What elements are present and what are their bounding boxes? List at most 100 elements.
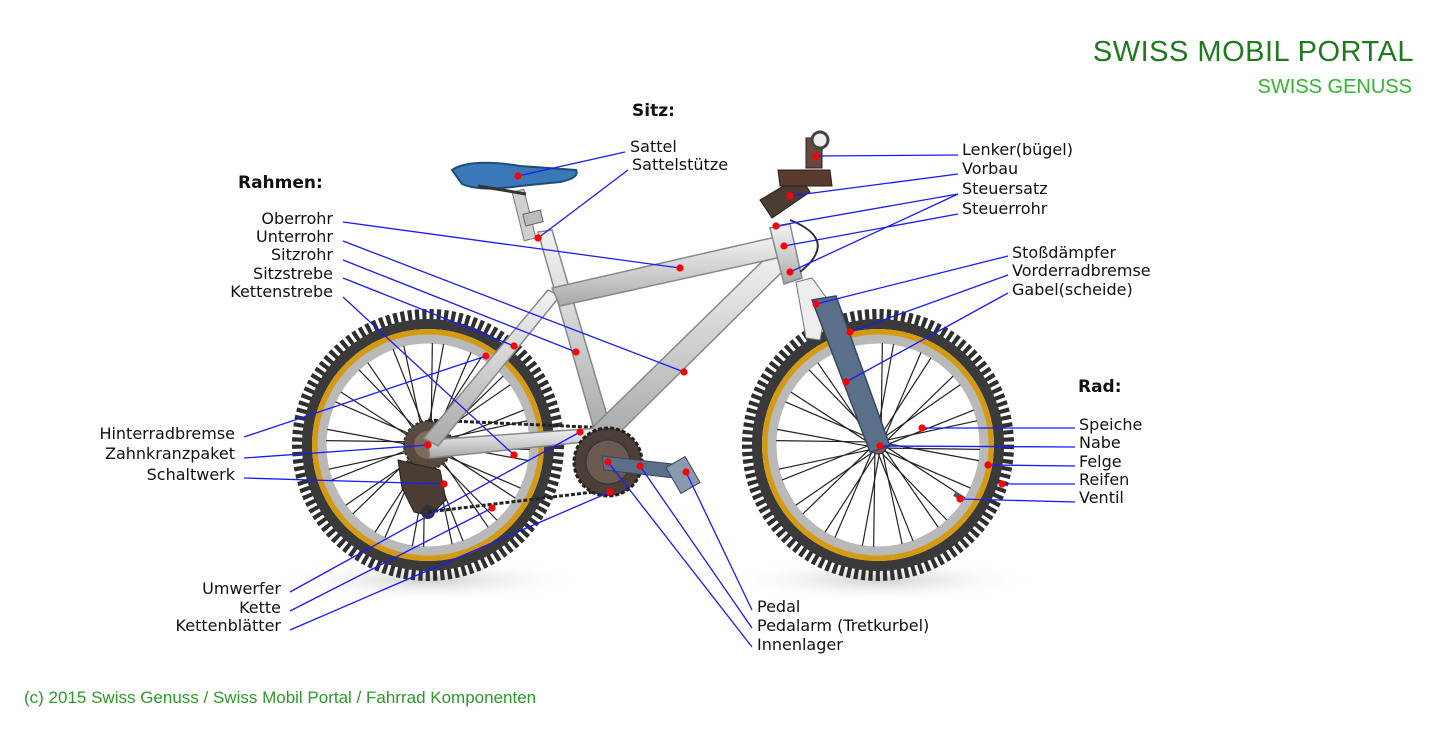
- label-kettenblaetter: Kettenblätter: [176, 616, 282, 635]
- group-header-rad: Rad:: [1078, 377, 1122, 397]
- marker-sattel: [514, 172, 522, 180]
- marker-oberrohr: [676, 264, 684, 272]
- label-sitzrohr: Sitzrohr: [271, 245, 333, 264]
- marker-ventil: [956, 495, 964, 503]
- leader-line-steuersatz: [775, 193, 959, 227]
- marker-umwerfer: [576, 428, 584, 436]
- leader-line-kette: [289, 507, 493, 612]
- leader-line-sitzstrebe: [342, 277, 515, 347]
- leader-line-hinterradbremse: [243, 355, 487, 438]
- rear-wheel-shadow: [270, 558, 590, 602]
- label-kettenstrebe: Kettenstrebe: [230, 282, 333, 301]
- label-lenker: Lenker(bügel): [962, 140, 1073, 159]
- front-fork: [795, 277, 891, 453]
- marker-pedal: [682, 468, 690, 476]
- label-felge: Felge: [1079, 452, 1122, 471]
- brand-subtitle: SWISS GENUSS: [1257, 76, 1412, 98]
- leader-line-sattel: [517, 151, 626, 177]
- label-gabel: Gabel(scheide): [1012, 280, 1133, 299]
- marker-sattelstuetze: [534, 234, 542, 242]
- marker-sitzrohr: [572, 348, 580, 356]
- leader-lines: [243, 151, 1076, 648]
- marker-steuerrohr: [780, 242, 788, 250]
- marker-vorbau: [786, 192, 794, 200]
- leader-line-gabel: [845, 292, 1009, 383]
- rear-derailleur: [397, 459, 447, 519]
- leader-line-oberrohr: [342, 221, 681, 269]
- label-steuerrohr: Steuerrohr: [962, 199, 1048, 218]
- leader-line-pedalarm: [639, 465, 753, 629]
- label-ventil: Ventil: [1079, 488, 1124, 507]
- leader-line-stossdaempfer: [815, 255, 1009, 305]
- leader-line-kettenstrebe: [342, 296, 515, 456]
- label-reifen: Reifen: [1079, 470, 1129, 489]
- label-schaltwerk: Schaltwerk: [147, 465, 236, 484]
- label-stossdaempfer: Stoßdämpfer: [1012, 243, 1116, 262]
- leader-line-schaltwerk: [243, 477, 445, 485]
- leader-line-steuerrohr: [783, 213, 959, 247]
- marker-speiche: [918, 424, 926, 432]
- leader-line-ventil: [959, 498, 1076, 503]
- label-sattel: Sattel: [630, 137, 677, 156]
- crankset: [572, 426, 701, 498]
- copyright-footer: (c) 2015 Swiss Genuss / Swiss Mobil Port…: [24, 688, 537, 707]
- marker-kette: [488, 504, 496, 512]
- marker-unterrohr: [680, 368, 688, 376]
- label-vorbau: Vorbau: [962, 159, 1018, 178]
- leader-line-lenker: [815, 154, 959, 157]
- leader-line-sattelstuetze: [537, 169, 629, 239]
- marker-innenlager: [604, 458, 612, 466]
- frame: [422, 223, 803, 459]
- label-hinterradbremse: Hinterradbremse: [99, 424, 235, 443]
- marker-steuersatz: [786, 268, 794, 276]
- marker-nabe: [876, 442, 884, 450]
- label-pedal: Pedal: [757, 597, 800, 616]
- marker-sitzstrebe: [510, 342, 518, 350]
- marker-gabel: [842, 378, 850, 386]
- marker-zahnkranzpaket: [424, 441, 432, 449]
- marker-hinterradbremse: [482, 352, 490, 360]
- brand-title: SWISS MOBIL PORTAL: [1092, 36, 1414, 68]
- label-vorderradbremse: Vorderradbremse: [1012, 261, 1151, 280]
- label-speiche: Speiche: [1079, 415, 1142, 434]
- label-kette: Kette: [239, 598, 281, 617]
- marker-felge: [984, 461, 992, 469]
- handlebar-stem: [759, 130, 833, 273]
- label-pedalarm: Pedalarm (Tretkurbel): [757, 616, 929, 635]
- marker-pedalarm: [636, 462, 644, 470]
- leader-line-innenlager: [607, 461, 753, 648]
- leader-line-vorbau: [789, 173, 959, 197]
- marker-schaltwerk: [440, 480, 448, 488]
- group-header-sitz: Sitz:: [632, 101, 675, 121]
- label-oberrohr: Oberrohr: [261, 209, 333, 228]
- group-header-rahmen: Rahmen:: [238, 173, 323, 193]
- label-umwerfer: Umwerfer: [202, 579, 281, 598]
- marker-reifen: [998, 480, 1006, 488]
- label-steuersatz: Steuersatz: [962, 179, 1048, 198]
- part-markers: [424, 152, 1006, 512]
- leader-line-unterrohr: [342, 240, 685, 373]
- leader-line-zahnkranzpaket: [243, 444, 429, 459]
- label-nabe: Nabe: [1079, 433, 1121, 452]
- front-wheel-shadow: [720, 558, 1040, 602]
- leader-line-steuersatz: [789, 193, 959, 273]
- marker-stossdaempfer: [812, 300, 820, 308]
- leader-line-pedal: [685, 471, 753, 611]
- leader-line-vorderradbremse: [849, 274, 1009, 333]
- label-sitzstrebe: Sitzstrebe: [253, 264, 333, 283]
- label-sattelstuetze: Sattelstütze: [632, 155, 728, 174]
- leader-line-nabe: [879, 445, 1076, 448]
- marker-vorderradbremse: [846, 328, 854, 336]
- marker-kettenblaetter: [606, 488, 614, 496]
- marker-kettenstrebe: [510, 451, 518, 459]
- label-innenlager: Innenlager: [757, 635, 843, 654]
- leader-line-umwerfer: [289, 431, 581, 593]
- label-unterrohr: Unterrohr: [256, 227, 333, 246]
- leader-line-kettenblaetter: [289, 491, 611, 631]
- leader-line-felge: [987, 464, 1076, 467]
- leader-line-sitzrohr: [342, 259, 577, 353]
- marker-lenker: [812, 152, 820, 160]
- label-zahnkranzpaket: Zahnkranzpaket: [105, 444, 235, 463]
- marker-steuersatz: [772, 222, 780, 230]
